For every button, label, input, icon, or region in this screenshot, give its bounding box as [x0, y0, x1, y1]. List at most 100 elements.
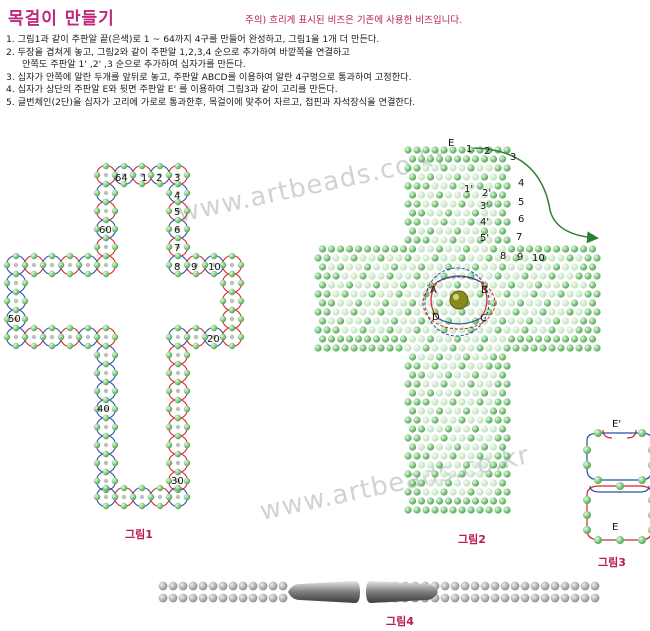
fig1-center-bead — [175, 226, 181, 232]
fig2-bead — [381, 299, 390, 307]
fig1-bead — [57, 261, 65, 269]
fig1-center-bead — [13, 280, 19, 286]
fig2-bead — [485, 200, 493, 208]
fig2-bead-faded — [449, 470, 457, 478]
fig1-center-bead — [175, 352, 181, 358]
fig2-bead — [404, 236, 412, 244]
fig2-bead — [314, 344, 322, 352]
fig2-bead-faded — [471, 299, 480, 307]
fig4-chain-ball — [188, 593, 198, 603]
fig1-center-bead — [103, 208, 109, 214]
fig2-bead-faded — [516, 317, 525, 325]
fig2-bead — [494, 452, 502, 460]
fig1-bead — [174, 360, 182, 368]
fig1-bead — [183, 493, 191, 501]
fig1-bead — [102, 484, 110, 492]
fig2-bead — [404, 200, 412, 208]
fig2-bead-faded — [507, 263, 516, 271]
fig1-bead — [165, 351, 173, 359]
fig2-bead-faded — [476, 488, 484, 496]
fig2-bead-faded — [453, 317, 462, 325]
fig2-bead-faded — [336, 299, 345, 307]
fig2-bead-faded — [368, 308, 376, 316]
step-2: 2. 두장을 겹쳐게 놓고, 그림2와 같이 주판알 1,2,3,4 순으로 추… — [6, 46, 350, 58]
fig2-bead — [494, 326, 502, 334]
fig1-bead — [165, 459, 173, 467]
fig1-bead — [39, 333, 47, 341]
fig2-bead-faded — [359, 290, 367, 298]
fig2-bead — [422, 506, 430, 514]
fig2-bead-faded — [467, 290, 475, 298]
fig2-bead-faded — [485, 164, 493, 172]
fig2-bead — [314, 254, 322, 262]
fig1-bead — [12, 288, 20, 296]
fig2-bead — [431, 362, 439, 370]
fig2-bead — [507, 281, 516, 289]
fig2-bead — [512, 254, 520, 262]
fig2-bead — [462, 191, 471, 199]
fig4-chain-ball — [510, 581, 520, 591]
fig2-bead — [404, 146, 412, 154]
fig2-bead-faded — [525, 299, 534, 307]
fig2-bead-faded — [386, 290, 394, 298]
fig2-letter-A: A — [430, 285, 437, 296]
fig2-bead-faded — [453, 353, 462, 361]
fig1-bead — [183, 423, 191, 431]
fig1-bead — [237, 279, 245, 287]
fig2-bead — [575, 326, 583, 334]
fig1-center-bead — [175, 406, 181, 412]
fig1-bead — [165, 243, 173, 251]
fig2-bead-faded — [557, 308, 565, 316]
fig2-bead — [557, 290, 565, 298]
fig2-bead-faded — [462, 425, 471, 433]
fig4-chain-ball — [560, 581, 570, 591]
fig1-bead — [66, 324, 74, 332]
fig2-bead — [404, 506, 412, 514]
fig2-bead-faded — [363, 299, 372, 307]
fig2-bead — [318, 299, 327, 307]
fig2-bead-faded — [458, 164, 466, 172]
fig1-bead — [192, 270, 200, 278]
fig2-bead — [408, 299, 417, 307]
fig2-bead — [408, 245, 417, 253]
fig1-bead — [111, 225, 119, 233]
fig1-bead — [228, 270, 236, 278]
fig2-center-thread-right — [480, 281, 488, 319]
fig1-center-bead — [103, 478, 109, 484]
fig2-bead-faded — [512, 290, 520, 298]
fig3-bead — [583, 511, 591, 519]
fig2-bead — [435, 155, 444, 163]
fig2-bead — [399, 245, 408, 253]
figure-3-label: 그림3 — [598, 556, 626, 569]
fig2-bead — [413, 236, 421, 244]
fig1-bead — [120, 502, 128, 510]
fig2-bead — [413, 362, 421, 370]
fig3-bead — [594, 476, 602, 484]
fig1-bead — [102, 180, 110, 188]
fig4-chain-ball — [178, 581, 188, 591]
fig2-bead-faded — [552, 281, 561, 289]
fig2-bead — [584, 344, 592, 352]
fig3-bead — [583, 526, 591, 534]
fig2-bead — [381, 335, 390, 343]
fig2-bead-faded — [440, 452, 448, 460]
fig2-bead — [399, 281, 408, 289]
fig2-bead-faded — [435, 389, 444, 397]
fig1-bead — [138, 484, 146, 492]
fig4-chain-ball — [278, 593, 288, 603]
fig1-bead — [165, 333, 173, 341]
fig2-bead-faded — [458, 398, 466, 406]
fig2-bead — [494, 434, 502, 442]
fig2-bead — [503, 182, 511, 190]
step-5: 5. 글번체인(2단)을 십자가 고리에 가로로 통과한후, 목걸이에 맞추어 … — [6, 96, 416, 108]
fig2-bead — [494, 506, 502, 514]
fig2-bead — [435, 407, 444, 415]
fig2-bead — [368, 290, 376, 298]
fig2-bead-faded — [417, 335, 426, 343]
fig1-bead — [102, 450, 110, 458]
fig2-bead-faded — [539, 272, 547, 280]
fig1-bead — [147, 171, 155, 179]
fig1-center-bead — [175, 442, 181, 448]
fig1-center-bead — [229, 298, 235, 304]
fig2-bead-faded — [417, 245, 426, 253]
